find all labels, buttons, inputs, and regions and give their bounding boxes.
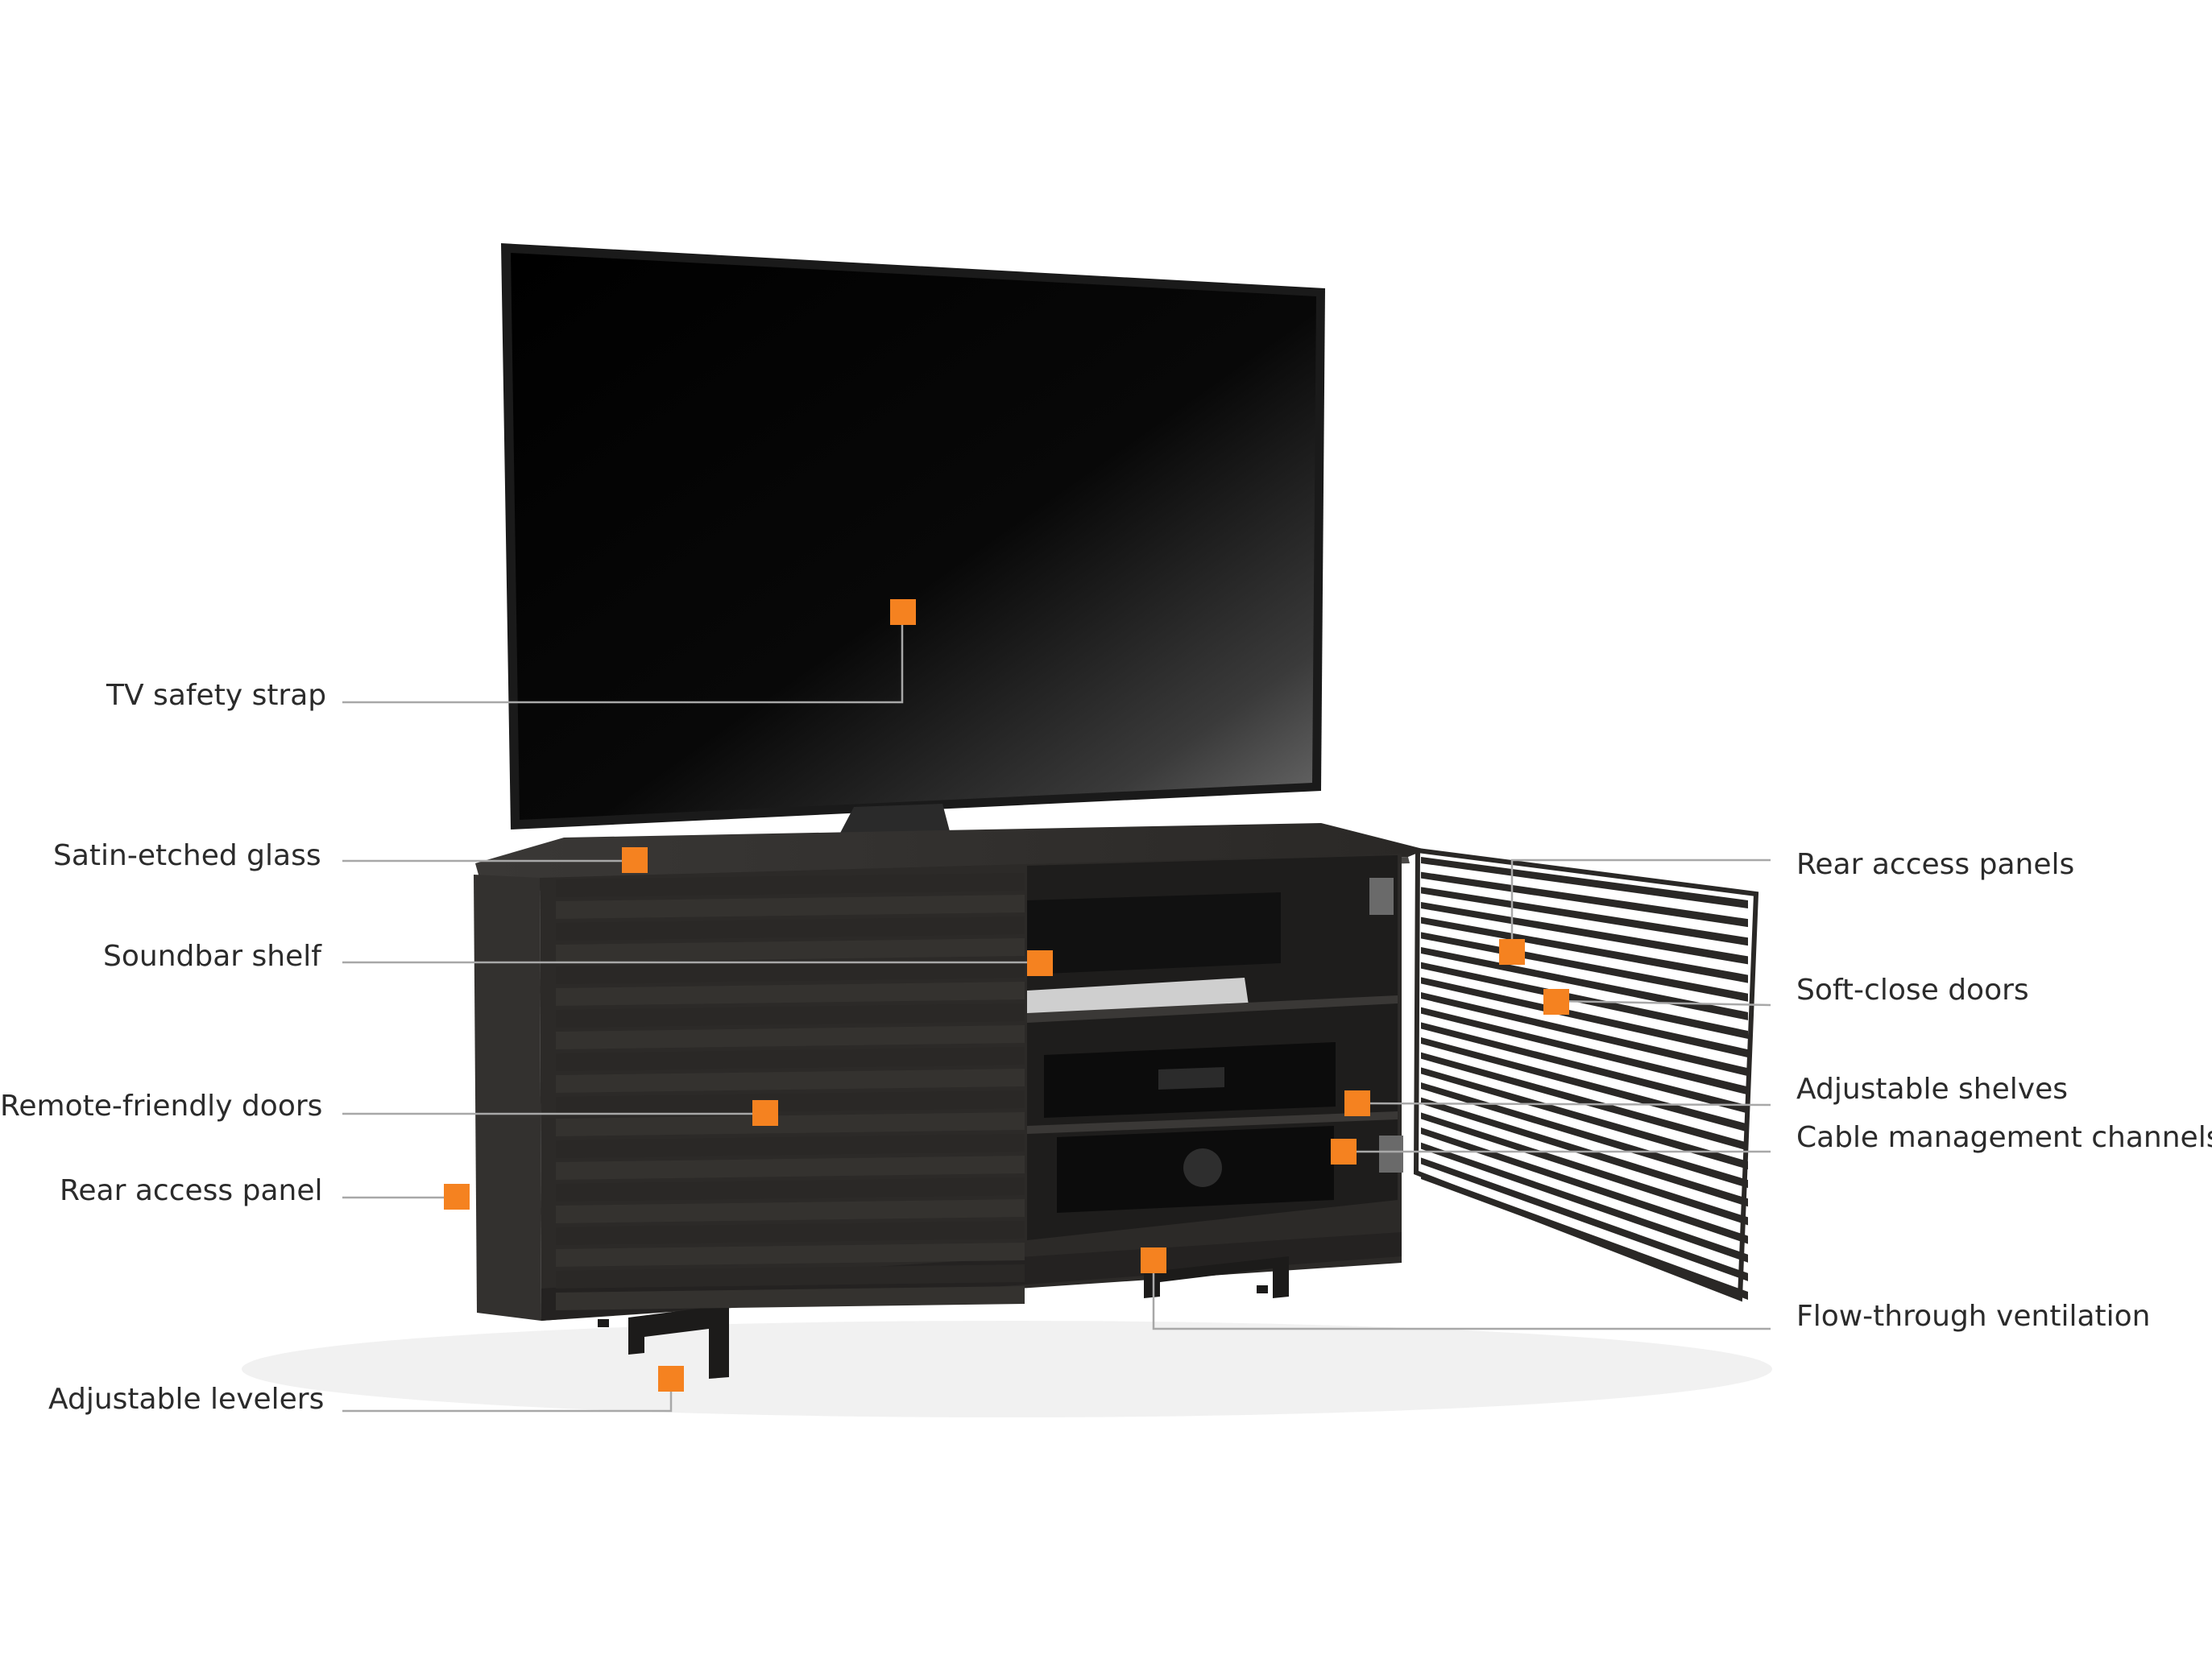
leader-tv-safety-strap xyxy=(342,612,904,704)
leader-lines xyxy=(342,612,1771,1413)
leader-flow-through-ventilation xyxy=(1152,1260,1771,1330)
right-door-slat xyxy=(1421,1022,1748,1114)
shelf-middle xyxy=(1027,995,1398,1023)
left-door-slat xyxy=(556,1199,1025,1223)
right-door-slat xyxy=(1421,962,1748,1039)
marker-adjustable-levelers[interactable] xyxy=(658,1366,684,1392)
marker-satin-etched-glass[interactable] xyxy=(622,847,648,873)
leader-rear-access-panels xyxy=(1510,858,1771,952)
left-door-slat xyxy=(556,873,1025,897)
left-door-slats xyxy=(556,873,1025,1310)
left-door-slat xyxy=(556,1286,1025,1310)
marker-remote-friendly-doors[interactable] xyxy=(752,1100,778,1126)
label-rear-access-panel: Rear access panel xyxy=(60,1174,323,1207)
television xyxy=(501,243,1325,860)
left-door-slat xyxy=(556,938,1025,962)
shelf-lower xyxy=(1027,1111,1398,1134)
right-door-slat xyxy=(1421,887,1748,946)
label-remote-friendly-doors: Remote-friendly doors xyxy=(0,1090,323,1123)
label-cable-management-channels: Cable management channels xyxy=(1796,1121,2212,1154)
right-door-slat xyxy=(1421,992,1748,1077)
left-door-slat xyxy=(556,1047,1025,1071)
right-door-slat xyxy=(1421,947,1748,1020)
left-door-slat xyxy=(556,895,1025,919)
left-door-slat xyxy=(556,1069,1025,1093)
label-rear-access-panels: Rear access panels xyxy=(1796,848,2075,881)
marker-adjustable-shelves[interactable] xyxy=(1344,1090,1370,1116)
leveler-foot-1 xyxy=(598,1319,609,1327)
markers xyxy=(444,599,1569,1392)
right-door-slat xyxy=(1421,902,1748,965)
right-door-slat xyxy=(1421,1007,1748,1095)
right-door-slat xyxy=(1421,857,1748,908)
label-adjustable-shelves: Adjustable shelves xyxy=(1796,1073,2068,1106)
left-door-slat xyxy=(556,1003,1025,1028)
hinge-lower xyxy=(1379,1136,1403,1173)
label-tv-safety-strap: TV safety strap xyxy=(106,679,327,712)
left-door-slat xyxy=(556,960,1025,984)
left-door-slat xyxy=(556,1243,1025,1267)
tv-stand-neck xyxy=(838,804,951,838)
marker-rear-access-panel[interactable] xyxy=(444,1184,470,1210)
leader-soft-close-doors xyxy=(1555,999,1771,1007)
hinge-upper xyxy=(1369,878,1394,915)
left-door-slat xyxy=(556,1221,1025,1245)
marker-flow-through-ventilation[interactable] xyxy=(1141,1247,1166,1273)
right-door-slat xyxy=(1421,1067,1748,1169)
leader-adjustable-shelves xyxy=(1357,1102,1771,1107)
marker-cable-management-channels[interactable] xyxy=(1331,1139,1357,1165)
marker-soundbar-shelf[interactable] xyxy=(1027,950,1053,976)
soundbar xyxy=(1027,892,1281,974)
marker-rear-access-panels[interactable] xyxy=(1499,939,1525,965)
right-door-slat xyxy=(1421,1052,1748,1151)
right-door-frame xyxy=(1413,847,1759,1302)
glass-top xyxy=(475,823,1426,886)
leveler-foot-2 xyxy=(1257,1285,1268,1293)
right-door-slat xyxy=(1421,1142,1748,1263)
right-door-slat xyxy=(1421,1157,1748,1281)
amp-volume-knob xyxy=(1183,1148,1222,1187)
right-door-slats xyxy=(1421,857,1748,1300)
right-door-slat xyxy=(1421,871,1748,928)
label-flow-through-ventilation: Flow-through ventilation xyxy=(1796,1300,2151,1333)
left-door-slat xyxy=(556,1134,1025,1158)
right-door-slat xyxy=(1421,977,1748,1058)
right-door-slat xyxy=(1421,1127,1748,1244)
label-adjustable-levelers: Adjustable levelers xyxy=(48,1383,325,1416)
left-door-slat xyxy=(556,1090,1025,1115)
leg-right xyxy=(1144,1256,1289,1298)
marker-tv-safety-strap[interactable] xyxy=(890,599,916,625)
label-soft-close-doors: Soft-close doors xyxy=(1796,974,2029,1007)
av-component-upper-display xyxy=(1158,1067,1224,1090)
floor-shadow xyxy=(242,1321,1772,1417)
marker-soft-close-doors[interactable] xyxy=(1543,989,1569,1015)
leg-left xyxy=(628,1305,729,1379)
left-door-slat xyxy=(556,1112,1025,1136)
left-door-slat xyxy=(556,916,1025,941)
label-soundbar-shelf: Soundbar shelf xyxy=(103,940,321,973)
tv-screen xyxy=(511,253,1316,820)
left-door-slat xyxy=(556,1025,1025,1049)
right-door-slat xyxy=(1421,1112,1748,1226)
left-door-slat xyxy=(556,982,1025,1006)
left-door-slat xyxy=(556,1177,1025,1202)
right-open-door xyxy=(1369,847,1759,1302)
left-door-slat xyxy=(556,1264,1025,1289)
label-satin-etched-glass: Satin-etched glass xyxy=(53,839,321,872)
right-door-slat xyxy=(1421,1082,1748,1189)
right-door-slat xyxy=(1421,916,1748,983)
right-door-slat xyxy=(1421,1173,1748,1300)
cabinet-left-side xyxy=(474,875,541,1321)
left-door-slat xyxy=(556,1156,1025,1180)
right-door-slat xyxy=(1421,1037,1748,1132)
